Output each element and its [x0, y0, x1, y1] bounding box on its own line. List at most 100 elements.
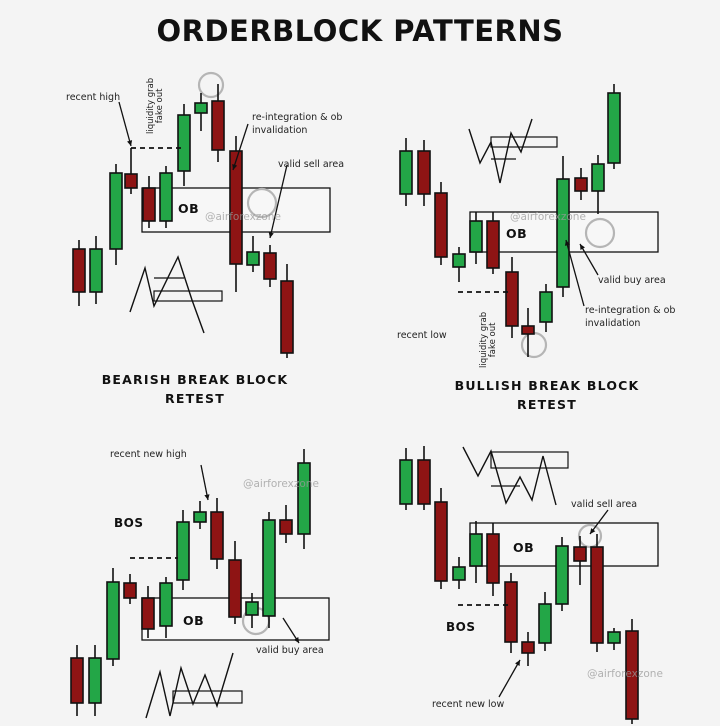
bos-bullish-candle-14-body: [297, 462, 311, 535]
page-title: ORDERBLOCK PATTERNS: [156, 14, 564, 48]
bullish-valid-area-arrow-head: [580, 244, 585, 250]
bos-bearish-candle-4-body: [452, 566, 466, 581]
bearish-recent-high-arrow-head: [127, 140, 133, 146]
bos-bullish-candle-6-body: [159, 582, 173, 627]
bos-bearish-watermark: @airforexzone: [587, 668, 663, 680]
bullish-caption: BULLISH BREAK BLOCK RETEST: [447, 376, 647, 414]
bearish-reintegration-label: re-integration & ob invalidation: [252, 112, 343, 136]
bullish-candle-11-body: [574, 177, 588, 192]
bos-bullish-candle-9-body: [210, 511, 224, 560]
bos-bullish-inset-zigzag: [145, 652, 234, 719]
bearish-ob-label: OB: [178, 201, 200, 216]
bos-bearish-candle-2-body: [417, 459, 431, 505]
bearish-candle-10-body: [229, 150, 243, 265]
bullish-valid-area-arrow: [579, 243, 599, 276]
bearish-candle-8-body: [194, 102, 208, 114]
bos-bearish-candle-10-body: [555, 545, 569, 605]
bullish-candle-5-body: [469, 220, 483, 253]
bos-bullish-candle-3-body: [106, 581, 120, 660]
bos-bullish-recent-high-arrow-head: [204, 494, 210, 500]
bos-bearish-candle-7-body: [504, 581, 518, 643]
bearish-watermark: @airforexzone: [205, 211, 281, 223]
bos-bullish-candle-5-body: [141, 597, 155, 630]
bos-bullish-candle-10-body: [228, 559, 242, 618]
bearish-candle-5-body: [142, 187, 156, 222]
bos-bearish-inset-box: [490, 451, 569, 469]
bullish-candle-12-body: [591, 163, 605, 192]
bullish-inset-box: [490, 136, 558, 148]
bullish-watermark: @airforexzone: [510, 211, 586, 223]
bos-bullish-candle-11-body: [245, 601, 259, 616]
bullish-reintegration-arrow: [565, 239, 585, 307]
bos-bearish-candle-9-body: [538, 603, 552, 644]
bos-bearish-valid-area-label: valid sell area: [571, 499, 638, 510]
bullish-candle-8-body: [521, 325, 535, 335]
bos-bearish-valid-area-arrow-head: [590, 528, 596, 534]
bos-bullish-recent-new-high-label: recent new high: [110, 449, 187, 460]
bos-bearish-candle-13-body: [607, 631, 621, 644]
bullish-candle-1-body: [399, 150, 413, 195]
bullish-retest-marker: [584, 217, 616, 249]
bos-bullish-label: BOS: [114, 516, 144, 530]
bos-bullish-candle-4-body: [123, 582, 137, 599]
bos-bearish-recent-new-low-label: recent new low: [432, 699, 505, 710]
bullish-valid-area-label: valid buy area: [598, 275, 666, 286]
bearish-valid-area-arrow-head: [268, 232, 274, 238]
bullish-candle-3-body: [434, 192, 448, 258]
bearish-inset-zigzag: [129, 255, 205, 334]
bullish-caption-line1: BULLISH BREAK BLOCK: [454, 378, 640, 393]
bos-bullish-candle-13-body: [279, 519, 293, 535]
bearish-reintegration-arrow: [232, 123, 249, 171]
bos-bullish-candle-12-body: [262, 519, 276, 617]
bullish-candle-6-body: [486, 220, 500, 269]
bos-bullish-candle-1-body: [70, 657, 84, 704]
bos-bearish-candle-14-body: [625, 630, 639, 720]
bearish-candle-6-body: [159, 172, 173, 222]
bearish-recent-high-arrow: [118, 101, 132, 147]
bearish-candle-2-body: [89, 248, 103, 293]
bos-bearish-ob-label: OB: [513, 540, 535, 555]
bullish-caption-line2: RETEST: [517, 397, 577, 412]
bos-bearish-candle-6-body: [486, 533, 500, 584]
bearish-candle-4-body: [124, 173, 138, 189]
bos-bearish-retest-marker: [577, 523, 603, 549]
bearish-candle-3-body: [109, 172, 123, 250]
bullish-candle-9-body: [539, 291, 553, 323]
bullish-candle-4-body: [452, 253, 466, 268]
bearish-recent-high-label: recent high: [66, 92, 121, 103]
bos-bearish-inset-zigzag: [462, 446, 557, 506]
bos-bearish-candle-8-body: [521, 641, 535, 654]
bearish-valid-area-label: valid sell area: [278, 159, 345, 170]
bos-bullish-ob-label: OB: [183, 613, 205, 628]
bearish-caption-line1: BEARISH BREAK BLOCK: [101, 372, 289, 387]
bos-bullish-recent-high-arrow: [200, 464, 209, 501]
bullish-fakeout-marker: [520, 331, 548, 359]
bearish-candle-9-body: [211, 100, 225, 151]
bullish-candle-7-body: [505, 271, 519, 327]
bos-bearish-candle-11-body: [573, 546, 587, 562]
bearish-candle-1-body: [72, 248, 86, 293]
bearish-candle-13-body: [280, 280, 294, 354]
bearish-candle-11-body: [246, 251, 260, 266]
bearish-retest-marker: [246, 187, 278, 219]
bearish-liquidity-label: liquidity grab fake out: [146, 77, 165, 134]
bearish-reintegration-arrow-head: [232, 164, 238, 170]
bullish-candle-10-body: [556, 178, 570, 288]
bearish-caption: BEARISH BREAK BLOCK RETEST: [95, 370, 295, 408]
bos-bearish-candle-1-body: [399, 459, 413, 505]
bos-bearish-candle-5-body: [469, 533, 483, 567]
bos-bearish-candle-12-body: [590, 546, 604, 644]
bullish-reintegration-arrow-head: [564, 240, 570, 246]
bos-bullish-valid-area-arrow-head: [293, 637, 299, 643]
bullish-ob-label: OB: [506, 226, 528, 241]
bullish-recent-low-label: recent low: [397, 330, 447, 341]
bos-bearish-label: BOS: [446, 620, 476, 634]
bearish-caption-line2: RETEST: [165, 391, 225, 406]
bos-bearish-candle-3-body: [434, 501, 448, 582]
bos-bearish-recent-low-arrow: [498, 659, 521, 698]
bullish-reintegration-label: re-integration & ob invalidation: [585, 305, 676, 329]
bullish-liquidity-label: liquidity grab fake out: [479, 311, 498, 368]
bullish-inset-zigzag: [468, 118, 533, 184]
bos-bullish-valid-area-label: valid buy area: [256, 645, 324, 656]
